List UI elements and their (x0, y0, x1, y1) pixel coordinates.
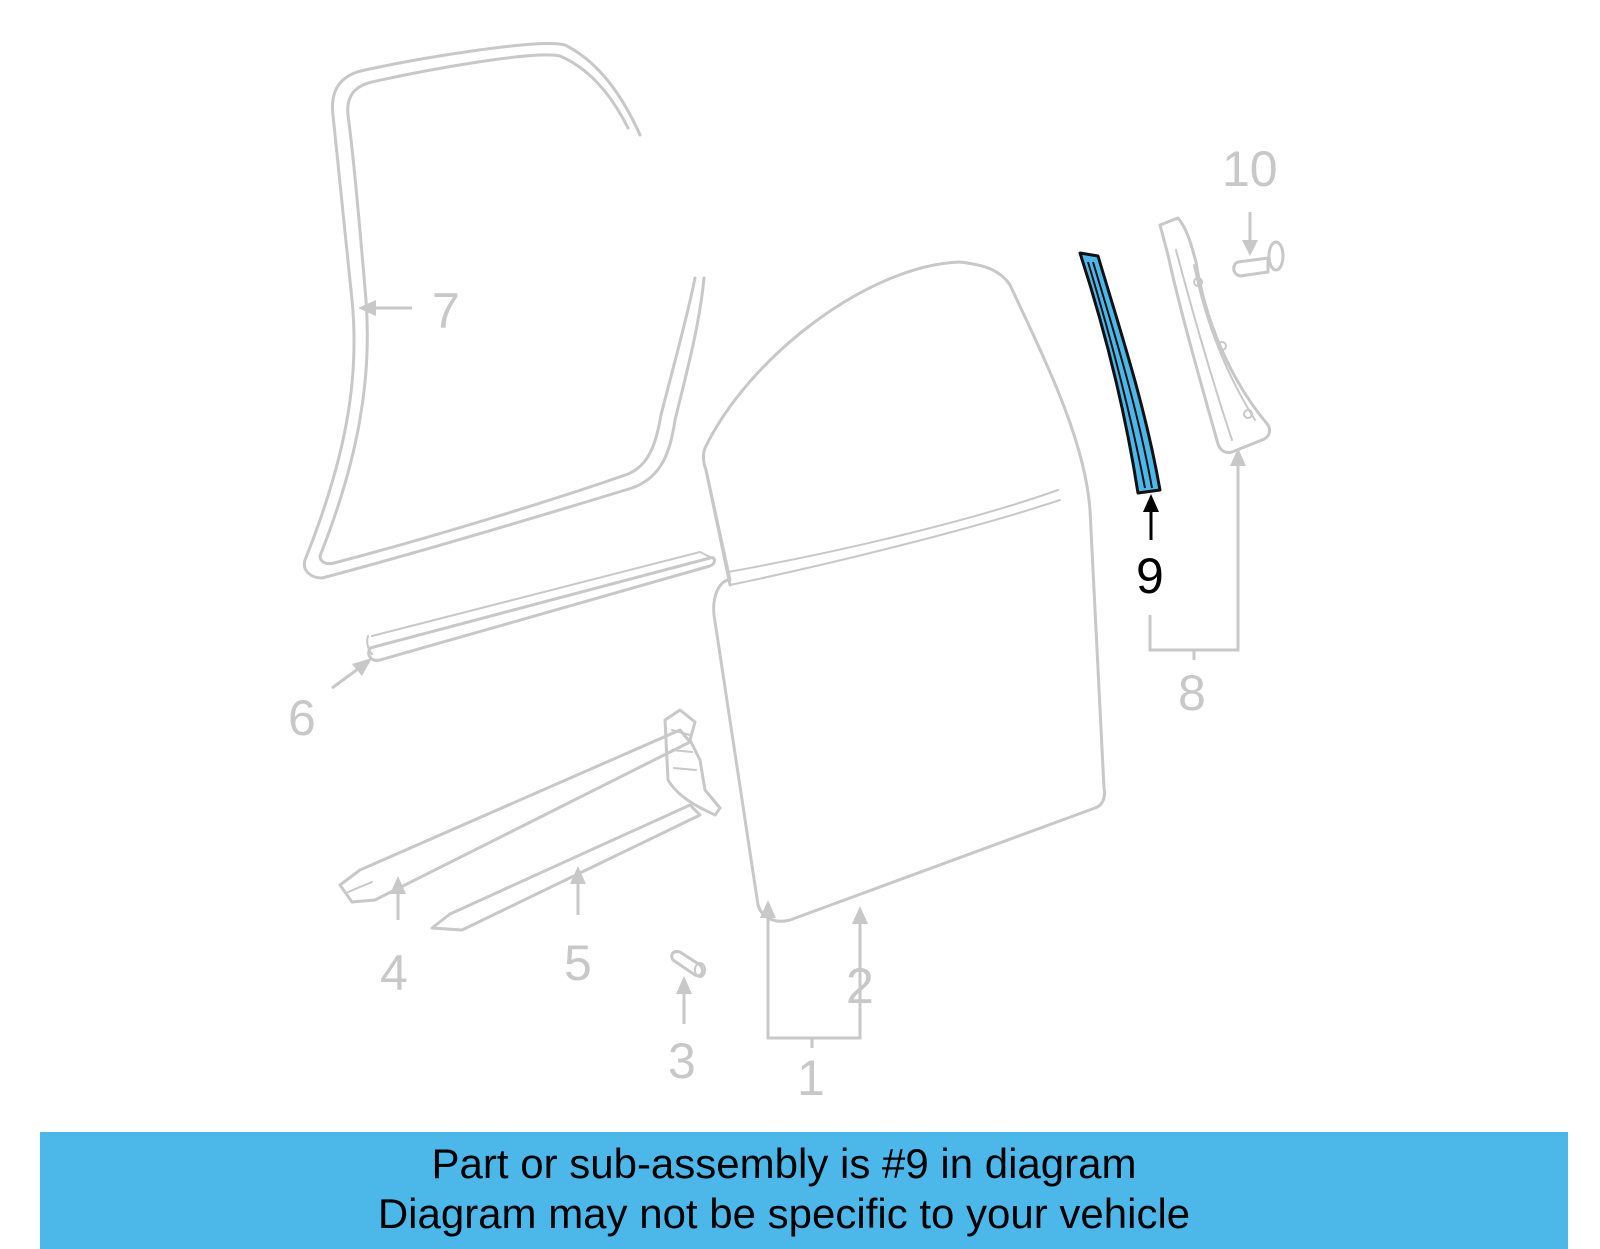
leader-8-bracket (1148, 448, 1246, 660)
callout-6[interactable]: 6 (288, 690, 316, 746)
part-5-run-channel[interactable] (430, 708, 722, 932)
part-6-belt-molding[interactable] (366, 551, 716, 662)
part-3-clip[interactable] (670, 950, 706, 978)
parts-diagram: 7 6 4 5 3 2 1 8 10 9 (288, 42, 1285, 1106)
callout-5[interactable]: 5 (564, 935, 592, 991)
leader-6 (331, 658, 372, 690)
caption-line-1: Part or sub-assembly is #9 in diagram (431, 1140, 1137, 1187)
caption-line-2: Diagram may not be specific to your vehi… (377, 1190, 1191, 1237)
callout-1[interactable]: 1 (797, 1050, 825, 1106)
callout-7[interactable]: 7 (432, 283, 460, 339)
part-9-highlighted[interactable] (1078, 251, 1162, 495)
part-4-channel[interactable] (338, 728, 692, 904)
callout-8[interactable]: 8 (1178, 665, 1206, 721)
part-7-weatherstrip[interactable] (302, 42, 706, 580)
caption-banner: Part or sub-assembly is #9 in diagram Di… (40, 1132, 1568, 1249)
part-1-door-glass[interactable] (701, 260, 1106, 923)
callout-2[interactable]: 2 (846, 958, 874, 1014)
part-10-fastener[interactable] (1232, 240, 1285, 278)
leader-1-2-bracket (760, 900, 868, 1048)
callout-10[interactable]: 10 (1222, 141, 1278, 197)
part-8-pillar-trim[interactable] (1158, 216, 1272, 454)
leader-7 (358, 300, 412, 316)
leader-3 (676, 976, 692, 1024)
leader-10 (1242, 212, 1258, 256)
callout-3[interactable]: 3 (668, 1033, 696, 1089)
leader-5 (570, 866, 586, 915)
leader-4 (390, 876, 406, 920)
callout-4[interactable]: 4 (380, 945, 408, 1001)
callout-9[interactable]: 9 (1136, 548, 1164, 604)
leader-9 (1143, 494, 1159, 540)
